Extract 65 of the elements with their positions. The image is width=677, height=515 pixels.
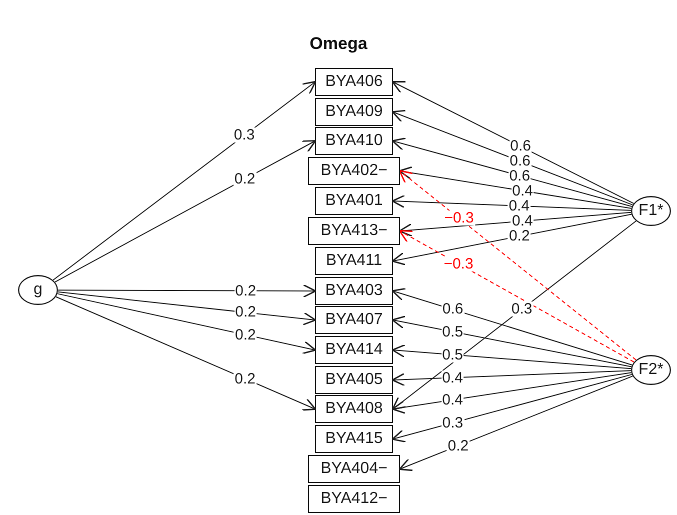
variable-box: BYA413−: [308, 217, 400, 245]
edge-label: 0.5: [441, 324, 464, 340]
edge-label: 0.4: [508, 198, 531, 214]
arrow: [392, 220, 637, 410]
arrow: [392, 138, 632, 207]
arrow: [392, 110, 634, 206]
arrow: [392, 344, 632, 370]
variable-box: BYA414: [315, 336, 393, 364]
factor-ellipse: g: [18, 275, 58, 305]
diagram-title: Omega: [308, 34, 368, 54]
edge-label: 0.6: [508, 168, 532, 184]
variable-box: BYA407: [315, 306, 393, 334]
arrow: [398, 212, 632, 237]
edge-label: 0.4: [441, 392, 464, 408]
variable-box: BYA410: [315, 127, 393, 155]
edge-label: 0.4: [511, 214, 534, 229]
edge-label: 0.2: [234, 327, 257, 342]
edge-label: 0.2: [508, 228, 531, 244]
arrow: [392, 194, 632, 211]
arrow: [52, 80, 316, 281]
edge-label: 0.5: [441, 347, 464, 362]
variable-box: BYA402−: [308, 157, 400, 185]
arrow: [58, 284, 316, 298]
edge-label: 0.6: [509, 138, 532, 154]
arrow: [57, 291, 316, 326]
arrow: [392, 288, 633, 366]
edge-label: 0.2: [234, 283, 258, 298]
variable-box: BYA411: [315, 247, 393, 275]
variable-box: BYA403: [315, 277, 393, 305]
factor-ellipse: F1*: [631, 196, 671, 226]
arrow: [392, 370, 632, 386]
variable-box: BYA406: [315, 68, 393, 96]
edge-label: 0.4: [511, 183, 534, 198]
arrow: [392, 372, 632, 414]
edge-label: 0.2: [234, 371, 256, 386]
arrow: [398, 166, 632, 209]
edge-label: −0.3: [443, 210, 475, 226]
variable-box: BYA409: [315, 98, 393, 126]
edge-label: 0.3: [232, 128, 256, 143]
arrow: [398, 170, 637, 360]
arrow: [392, 316, 632, 368]
edge-label: −0.3: [442, 256, 474, 272]
variable-box: BYA408: [315, 395, 393, 423]
arrow: [398, 230, 635, 363]
edge-label: 0.2: [234, 304, 257, 320]
arrow: [56, 293, 316, 354]
arrow: [392, 81, 634, 204]
arrow: [398, 376, 634, 472]
variable-box: BYA401: [315, 187, 393, 215]
variable-box: BYA405: [315, 366, 393, 394]
arrow: [55, 296, 316, 411]
edge-label: 0.4: [441, 370, 464, 386]
edge-label: 0.3: [510, 302, 534, 317]
variable-box: BYA415: [315, 425, 393, 453]
arrow: [392, 374, 632, 443]
edge-label: 0.2: [233, 172, 256, 187]
edge-label: 0.3: [441, 415, 464, 430]
variable-box: BYA412−: [308, 485, 400, 513]
arrow: [54, 140, 316, 283]
factor-ellipse: F2*: [631, 355, 671, 385]
arrow: [392, 214, 632, 266]
variable-box: BYA404−: [308, 455, 400, 483]
edge-label: 0.2: [446, 438, 470, 454]
edge-label: 0.6: [508, 154, 532, 169]
edge-label: 0.6: [441, 302, 464, 317]
